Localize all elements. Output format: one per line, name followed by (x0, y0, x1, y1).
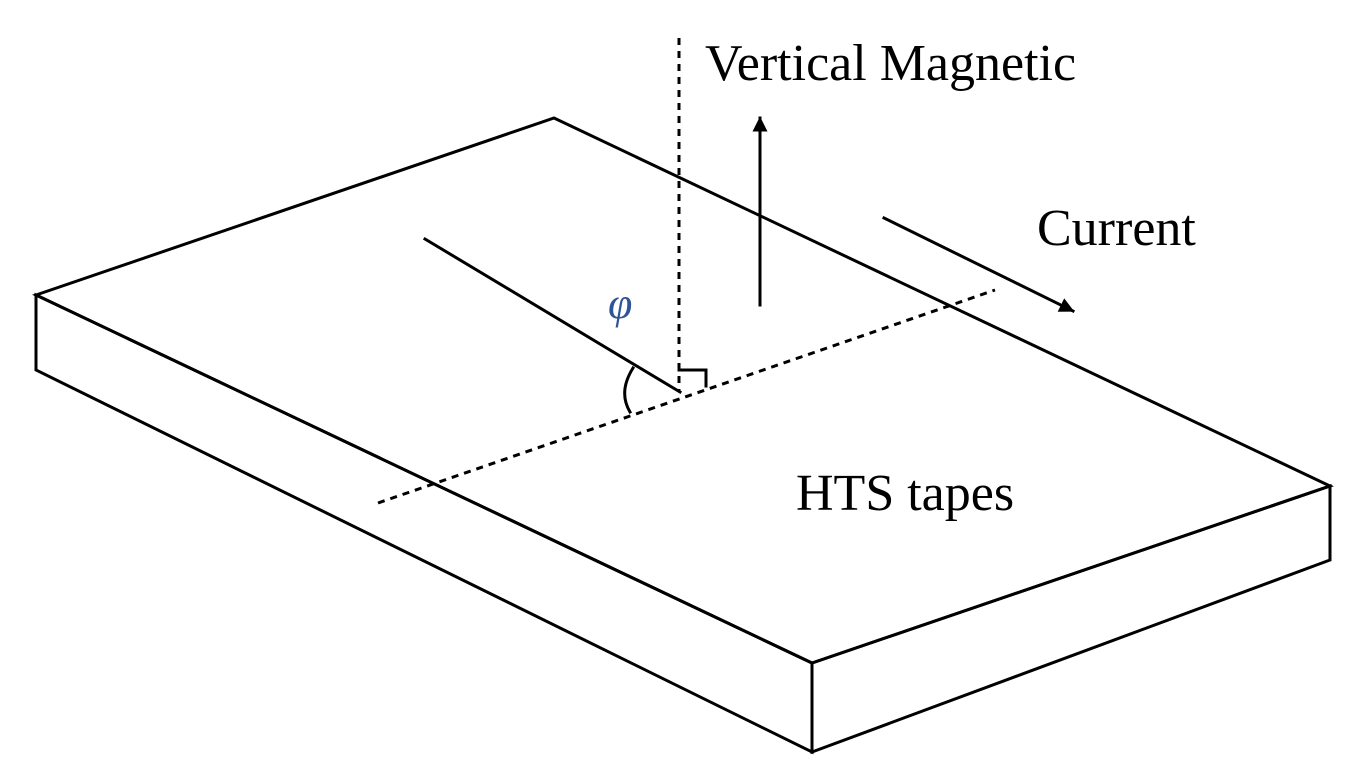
current-arrow (881, 215, 1076, 314)
tape-label: HTS tapes (796, 465, 1014, 522)
hts-tape-slab (32, 116, 1334, 755)
current-label: Current (1037, 200, 1196, 257)
slab-front-face (34, 292, 814, 755)
tape-axis-dashed-line (377, 288, 996, 505)
field-direction-line (422, 236, 683, 395)
right-angle-marker (677, 368, 708, 388)
angle-symbol: φ (608, 279, 632, 328)
field-label: Vertical Magnetic (705, 35, 1076, 92)
angle-arc (623, 365, 636, 415)
slab-right-face (810, 483, 1332, 755)
